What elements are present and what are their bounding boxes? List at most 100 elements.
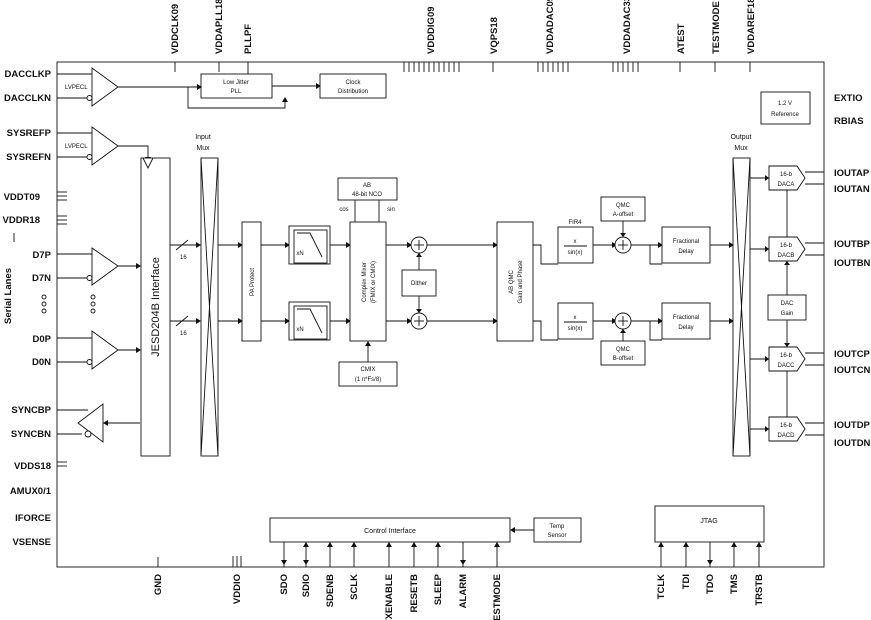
dither-label: Dither [411, 281, 427, 287]
pin-vddt09: VDDT09 [4, 192, 40, 203]
pin-atest: ATEST [676, 23, 687, 54]
dacclk-buffer: LVPECL [57, 67, 201, 107]
qmc-a-label-2: A-offset [613, 212, 634, 218]
pin-sdenb: SDENB [325, 574, 336, 607]
d7-buffer [57, 247, 141, 286]
dac-a: 16-b DACA [750, 165, 824, 237]
input-mux-label-1: Input [195, 134, 211, 141]
sinc-filter-top: x sin(x) [533, 226, 594, 265]
pin-vdds18: VDDS18 [14, 461, 51, 472]
dac-d: 16-b DACD [750, 416, 824, 442]
pin-gnd: GND [153, 574, 164, 595]
qmc-gain-label-2: Gain and Phase [518, 260, 524, 304]
pin-sclk: SCLK [349, 574, 360, 600]
qmc-gain-phase: AB QMC Gain and Phase [496, 221, 534, 342]
frac-top-label-1: Fractional [673, 239, 699, 245]
qmc-a-offset: QMC A-offset [600, 196, 646, 237]
dac-gain-label-1: DAC [781, 301, 794, 307]
pin-syncbn: SYNCBN [11, 429, 51, 440]
input-mux: Input Mux [195, 134, 219, 457]
input-mux-label-2: Mux [196, 145, 210, 152]
nco-block: AB 48-bit NCO cos sin [337, 177, 398, 222]
pin-dacclkp: DACCLKP [5, 69, 52, 80]
qmc-gain-label-1: AB QMC [509, 270, 515, 294]
sysref-buffer: LVPECL [57, 126, 151, 166]
sinc-bot-den: sin(x) [568, 326, 583, 332]
pll-label-2: PLL [231, 89, 242, 95]
bottom-pin-lines [157, 542, 760, 567]
pin-vddclk09: VDDCLK09 [170, 4, 181, 54]
pin-ioutbp: IOUTBP [834, 239, 871, 250]
lvpecl-label-2: LVPECL [65, 144, 88, 150]
pin-vddr18: VDDR18 [3, 215, 41, 226]
pin-rbias: RBIAS [834, 116, 864, 127]
ref-label-2: Reference [771, 112, 799, 118]
bus-width-top: 16 [180, 255, 187, 261]
pin-syncbp: SYNCBP [11, 405, 51, 416]
pin-txenable: TXENABLE [384, 574, 395, 620]
dacc-label-2: DACC [777, 363, 795, 369]
mixer-label-2: (FMIX or CMIX) [371, 261, 377, 303]
mixer-label-1: Complex Mixer [362, 262, 368, 302]
dac-b: 16-b DACB [750, 236, 824, 295]
dac-gain-label-2: Gain [781, 311, 794, 317]
syncb-buffer [57, 403, 140, 443]
pin-vdddig09: VDDDIG09 [426, 6, 437, 54]
pin-vsense: VSENSE [12, 537, 51, 548]
pin-ioutdp: IOUTDP [834, 420, 871, 431]
pa-protect: PA Protect [241, 221, 262, 342]
dacb-label-1: 16-b [780, 243, 793, 249]
pin-ioutan: IOUTAN [834, 184, 870, 195]
frac-bot-label-1: Fractional [673, 315, 699, 321]
pin-amux: AMUX0/1 [10, 486, 52, 497]
pin-vddadac33: VDDADAC33 [622, 0, 633, 54]
pin-tdi: TDI [681, 574, 692, 589]
temp-sensor: Temp Sensor [510, 517, 582, 543]
qmc-b-offset: QMC B-offset [600, 329, 646, 366]
pin-resetb: RESETB [409, 574, 420, 613]
pin-ioutcn: IOUTCN [834, 365, 871, 376]
control-interface: Control Interface [269, 517, 511, 543]
jesd-buses: 16 16 [170, 239, 201, 337]
pa-protect-label: PA Protect [250, 268, 256, 296]
sum-node-qmc-b [614, 312, 632, 330]
pin-sysrefp: SYSREFP [7, 128, 52, 139]
temp-label-1: Temp [550, 524, 565, 530]
jtag-label: JTAG [700, 518, 717, 525]
cos-label: cos [339, 207, 348, 213]
clockdist-label-2: Distribution [338, 89, 368, 95]
top-pin-stubs [174, 62, 751, 87]
temp-label-2: Sensor [547, 533, 566, 539]
d0-buffer [57, 330, 141, 370]
pin-trstb: TRSTB [754, 574, 765, 606]
pin-tclk: TCLK [656, 574, 667, 599]
lane-ellipsis [41, 294, 96, 314]
cmix-label-1: CMIX [361, 367, 376, 373]
sum-node-qmc-a [614, 236, 632, 254]
chip-outline [56, 61, 825, 568]
pin-dacclkn: DACCLKN [4, 93, 51, 104]
left-power-stubs [57, 191, 67, 467]
sinc-filter-bot: x sin(x) [533, 302, 594, 341]
bottom-pin-arrows [281, 542, 762, 565]
dacc-label-1: 16-b [780, 353, 793, 359]
pll-label-1: Low Jitter [223, 80, 249, 86]
qmc-b-label-1: QMC [616, 347, 631, 353]
pin-sdo: SDO [279, 574, 290, 595]
clock-distribution: Clock Distribution [319, 73, 387, 99]
nco-label-2: 48-bit NCO [352, 192, 382, 198]
dacd-label-2: DACD [777, 433, 795, 439]
pin-d0n: D0N [32, 357, 51, 368]
cmix-block: CMIX (1 n*Fs/8) [338, 341, 398, 387]
pin-ioutdn: IOUTDN [834, 438, 871, 449]
dac-c: 16-b DACC [750, 346, 824, 417]
pin-d7p: D7P [33, 250, 52, 261]
jesd204b-interface: JESD204B Interface [140, 157, 171, 457]
sin-label: sin [387, 207, 395, 213]
pin-testmode-bottom: TESTMODE [492, 574, 503, 620]
xn-bot-label: xN [296, 327, 303, 333]
sinc-top-den: sin(x) [568, 250, 583, 256]
dac-gain: DAC Gain [767, 294, 807, 347]
interp-filter-top: xN [288, 225, 331, 265]
sinc-bot-num: x [574, 315, 577, 321]
